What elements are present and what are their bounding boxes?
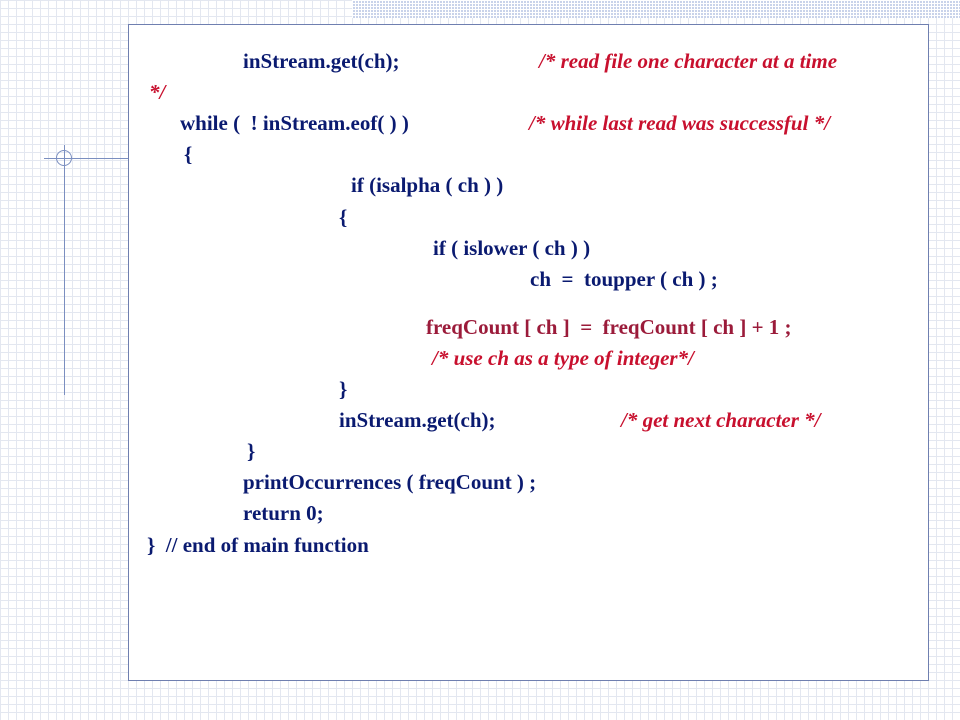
code-line-return: return 0; <box>243 501 324 525</box>
decorative-vertical-line <box>64 145 65 395</box>
comment-while-successful: /* while last read was successful */ <box>529 111 831 135</box>
code-line-open-brace-if: { <box>339 205 348 229</box>
code-panel: inStream.get(ch); /* read file one chara… <box>128 24 929 681</box>
code-line-get-next: inStream.get(ch); <box>339 408 496 432</box>
code-line-open-brace-while: { <box>184 142 193 166</box>
code-line-close-brace-if: } <box>339 377 348 401</box>
decorative-horizontal-line <box>44 158 130 159</box>
code-line-print-occurrences: printOccurrences ( freqCount ) ; <box>243 470 537 494</box>
code-line-if-isalpha: if (isalpha ( ch ) ) <box>351 173 504 197</box>
code-line-end-main: } // end of main function <box>147 533 369 557</box>
comment-read-file: /* read file one character at a time <box>539 49 838 73</box>
code-line-if-islower: if ( islower ( ch ) ) <box>433 236 591 260</box>
comment-close-wrap: */ <box>149 80 166 104</box>
code-line-get-first: inStream.get(ch); <box>243 49 400 73</box>
comment-use-ch-integer: /* use ch as a type of integer*/ <box>432 346 694 370</box>
code-line-close-brace-while: } <box>247 439 256 463</box>
decorative-circle <box>56 150 72 166</box>
code-line-toupper: ch = toupper ( ch ) ; <box>530 267 718 291</box>
code-line-while: while ( ! inStream.eof( ) ) <box>180 111 409 135</box>
code-line-freqcount: freqCount [ ch ] = freqCount [ ch ] + 1 … <box>426 315 792 339</box>
comment-get-next-char: /* get next character */ <box>621 408 821 432</box>
top-decorative-band <box>352 0 960 18</box>
